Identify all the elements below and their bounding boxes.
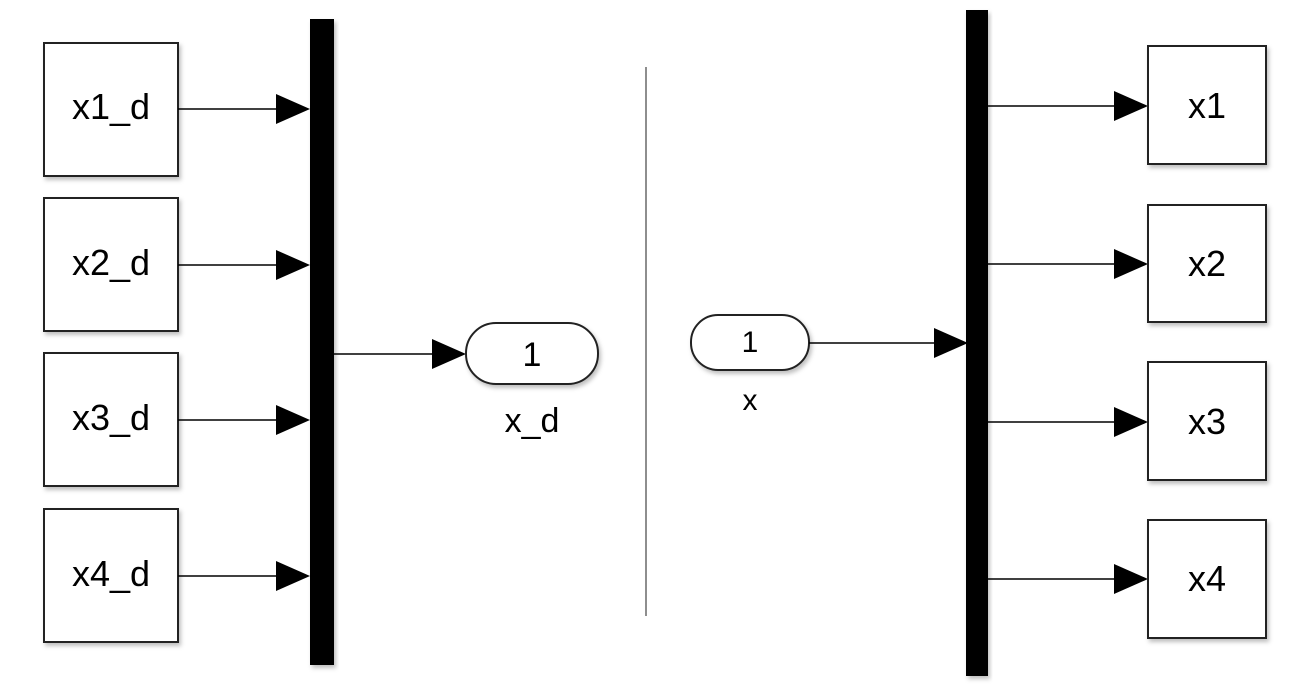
arrow-head-icon <box>276 561 310 591</box>
mux-input-wire-3[interactable] <box>178 405 310 435</box>
mux-input-block-4[interactable]: x4_d <box>43 508 179 643</box>
inport-name: x <box>743 384 758 417</box>
demux-output-block-2[interactable]: x2 <box>1147 204 1267 323</box>
inport-number: 1 <box>742 326 759 359</box>
demux-output-wire-4[interactable] <box>988 564 1148 594</box>
arrow-head-icon <box>1114 564 1148 594</box>
mux-input-label-4: x4_d <box>72 553 150 594</box>
mux-input-block-2[interactable]: x2_d <box>43 197 179 332</box>
demux-input-wire[interactable] <box>809 328 968 358</box>
inport-block[interactable]: 1 <box>690 314 810 371</box>
demux-output-wire-1[interactable] <box>988 91 1148 121</box>
arrow-head-icon <box>276 405 310 435</box>
mux-input-block-1[interactable]: x1_d <box>43 42 179 177</box>
demux-output-label-3: x3 <box>1188 401 1226 442</box>
demux-output-block-4[interactable]: x4 <box>1147 519 1267 639</box>
demux-output-block-1[interactable]: x1 <box>1147 45 1267 165</box>
demux-output-wire-3[interactable] <box>988 407 1148 437</box>
outport-block[interactable]: 1 <box>465 322 599 385</box>
arrow-head-icon <box>276 94 310 124</box>
mux-input-label-3: x3_d <box>72 397 150 438</box>
arrow-head-icon <box>1114 249 1148 279</box>
arrow-head-icon <box>276 250 310 280</box>
arrow-head-icon <box>1114 91 1148 121</box>
arrow-head-icon <box>934 328 968 358</box>
outport-name: x_d <box>505 402 560 440</box>
arrow-head-icon <box>432 339 466 369</box>
demux-block[interactable] <box>966 10 988 676</box>
arrow-head-icon <box>1114 407 1148 437</box>
demux-output-label-1: x1 <box>1188 85 1226 126</box>
demux-output-label-4: x4 <box>1188 558 1226 599</box>
mux-input-wire-2[interactable] <box>178 250 310 280</box>
mux-input-label-1: x1_d <box>72 86 150 127</box>
mux-input-wire-1[interactable] <box>178 94 310 124</box>
outport-number: 1 <box>523 336 542 374</box>
mux-input-label-2: x2_d <box>72 242 150 283</box>
demux-output-block-3[interactable]: x3 <box>1147 361 1267 481</box>
mux-block[interactable] <box>310 19 334 665</box>
demux-output-label-2: x2 <box>1188 243 1226 284</box>
demux-output-wire-2[interactable] <box>988 249 1148 279</box>
mux-input-block-3[interactable]: x3_d <box>43 352 179 487</box>
mux-input-wire-4[interactable] <box>178 561 310 591</box>
mux-output-wire[interactable] <box>334 339 466 369</box>
